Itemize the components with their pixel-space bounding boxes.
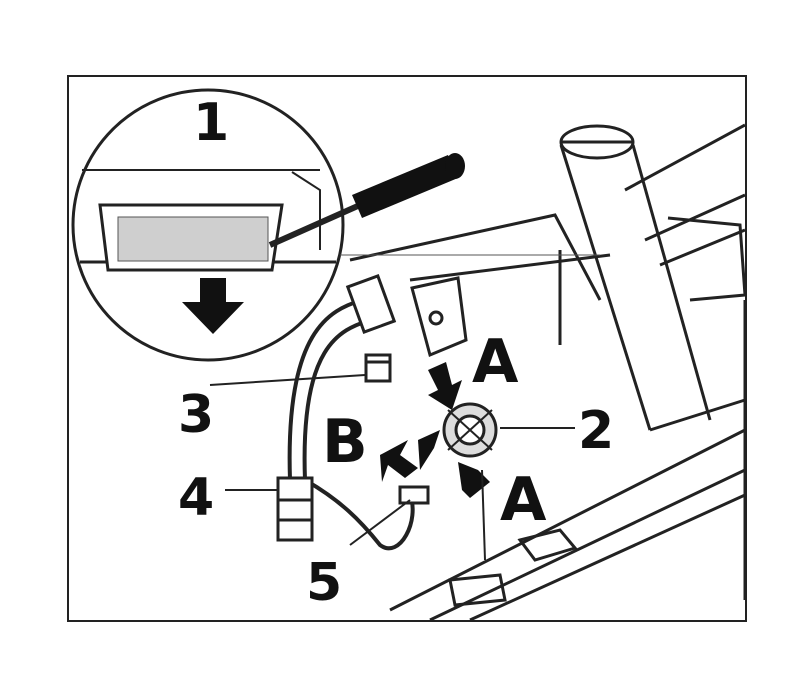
callout-5: 5: [306, 553, 342, 613]
connector-icon: [364, 353, 392, 383]
screwdriver-icon: [268, 153, 465, 248]
direction-arrows: [380, 362, 490, 498]
body-structure: [349, 123, 747, 622]
detail-inset: [71, 88, 465, 362]
arrow-a-bottom-icon: [458, 462, 490, 498]
callout-2: 2: [578, 401, 614, 461]
harness-plug: [276, 274, 397, 542]
arrow-b-icon: [380, 440, 418, 482]
callout-1: 1: [193, 93, 229, 153]
bulb-holder-icon: [442, 402, 498, 458]
callout-4: 4: [178, 468, 214, 528]
callout-b: B: [322, 407, 368, 477]
lamp-socket: [398, 485, 430, 505]
arrow-a-top-icon: [428, 362, 462, 410]
down-arrow-icon: [182, 278, 244, 334]
arrow-b2-icon: [418, 430, 440, 470]
callout-3: 3: [178, 385, 214, 445]
wiring-harness: [287, 298, 415, 550]
callout-a-top: A: [472, 327, 519, 397]
lamp-lens: [98, 203, 284, 272]
mounting-bracket: [410, 276, 468, 358]
callout-a-bottom: A: [500, 465, 547, 535]
